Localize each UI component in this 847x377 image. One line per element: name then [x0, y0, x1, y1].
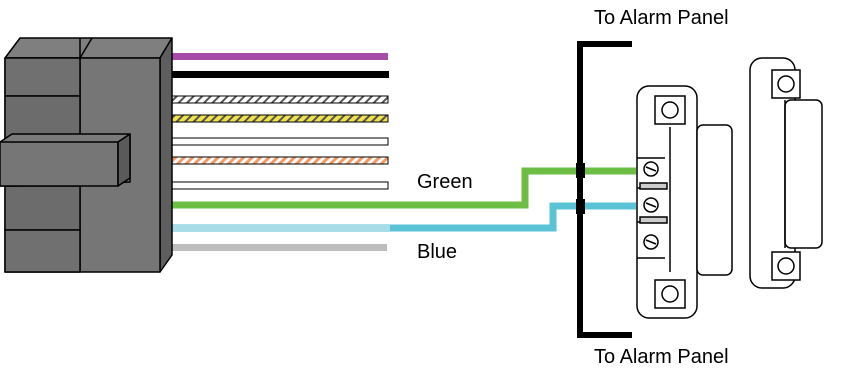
wire-white-striped [171, 95, 389, 104]
door-magnet [749, 57, 823, 289]
green-junction [576, 163, 585, 178]
panel-label-bottom: To Alarm Panel [594, 346, 729, 368]
wire-black [165, 71, 389, 78]
harness-wires [160, 53, 636, 251]
alarm-panel-bracket [576, 41, 632, 338]
harness-connector [0, 37, 173, 273]
door-switch [636, 85, 733, 319]
green-wire-label: Green [417, 171, 473, 193]
panel-label-top: To Alarm Panel [594, 7, 729, 29]
wire-white-2 [171, 181, 389, 190]
wire-white-1 [171, 137, 389, 146]
wire-gray [165, 244, 387, 251]
blue-wire-label: Blue [417, 241, 458, 263]
wire-yellow-striped [171, 114, 389, 123]
wire-blue [160, 202, 636, 232]
wire-light-blue-overlay [160, 225, 390, 232]
blue-junction [576, 199, 585, 214]
wire-orange-striped [171, 156, 389, 165]
wire-purple [170, 53, 388, 60]
